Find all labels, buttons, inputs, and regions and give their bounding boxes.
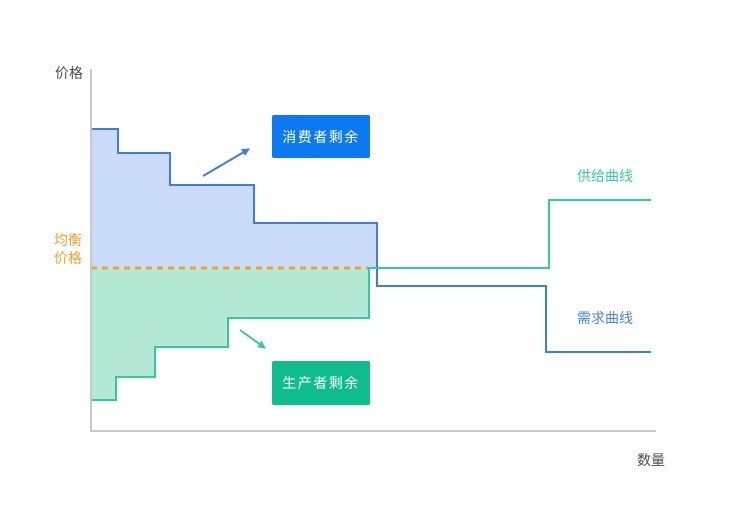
supply-curve-line [91,199,651,401]
equilibrium-price-label: 均衡 价格 [54,232,82,266]
demand-curve-line [91,128,651,353]
supply-curve-label: 供给曲线 [577,168,633,184]
x-axis-label: 数量 [637,452,665,468]
consumer-surplus-arrow [202,148,250,177]
y-axis-label: 价格 [55,65,83,81]
demand-curve-label: 需求曲线 [577,310,633,326]
consumer-surplus-badge: 消费者剩余 [272,115,370,158]
producer-surplus-area [91,268,369,400]
producer-surplus-badge: 生产者剩余 [272,361,370,405]
producer-surplus-arrow [239,329,266,349]
consumer-surplus-area [91,129,377,268]
